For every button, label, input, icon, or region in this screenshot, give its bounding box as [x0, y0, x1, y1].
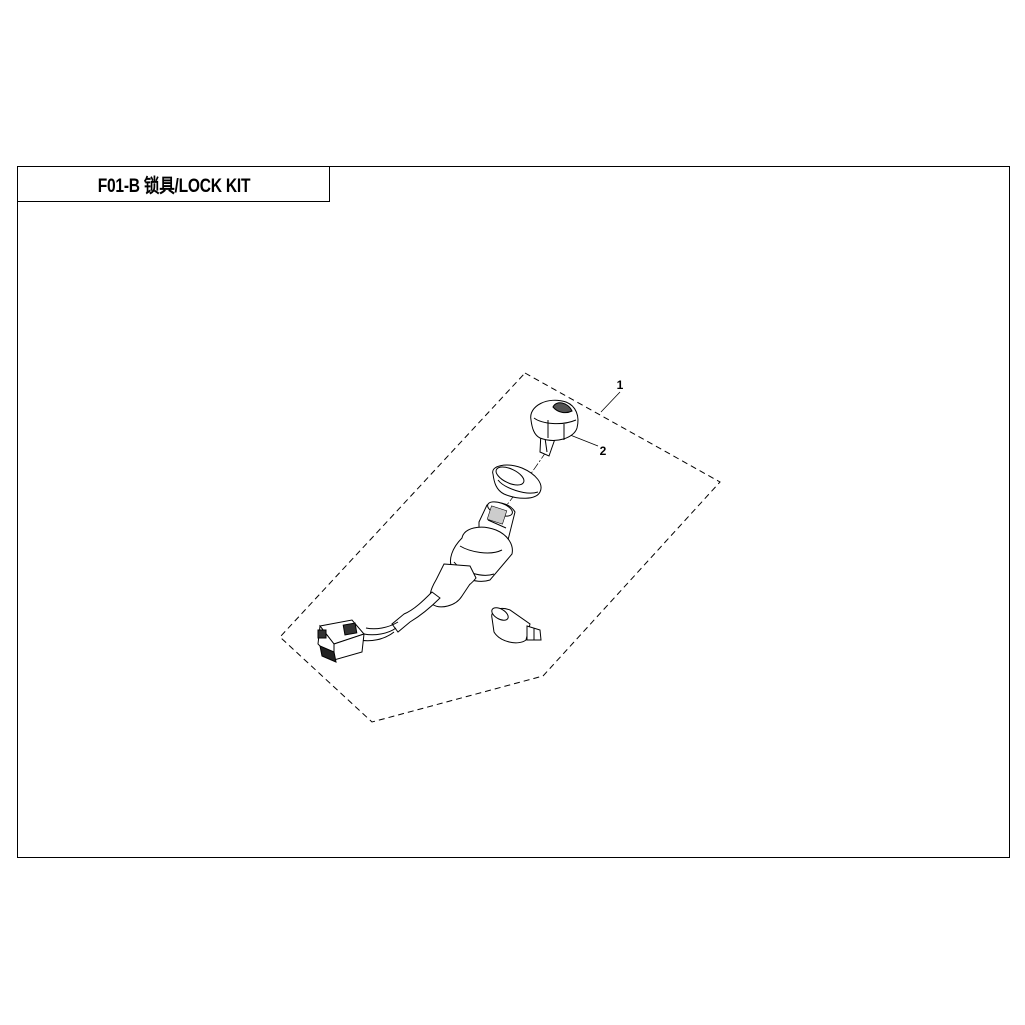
page-title: F01-B 锁具/LOCK KIT [97, 175, 250, 197]
callout-label-1: 1 [617, 378, 624, 392]
dust-cap-part [491, 607, 542, 644]
assembly-axis-line [527, 451, 547, 479]
drawing-frame: F01-B 锁具/LOCK KIT [17, 166, 1010, 858]
leader-line-1 [600, 391, 621, 413]
bezel-ring-part [492, 464, 542, 499]
kit-boundary-outline [279, 372, 721, 723]
wiring-harness [359, 621, 399, 642]
ignition-switch-body [391, 501, 516, 633]
wire-connector [317, 619, 365, 663]
key-part [530, 399, 579, 457]
title-box: F01-B 锁具/LOCK KIT [18, 167, 330, 202]
callout-label-2: 2 [600, 444, 607, 458]
